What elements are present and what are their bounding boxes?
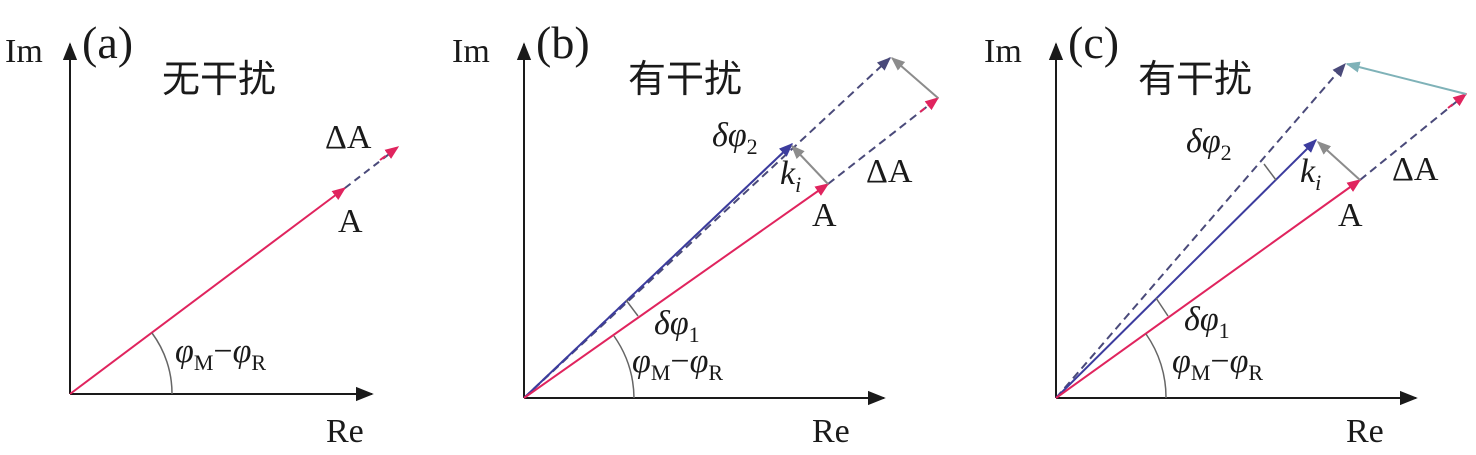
panel-b-delta-dashed [827,97,939,185]
panel-c-phase-arc [1145,333,1167,399]
panel-c-im-axis-label: Im [984,33,1022,70]
panel-b-ki-label: ki [780,155,801,197]
panel-a-vector-label: A [338,203,363,240]
panel-c-delta-arrow [1447,93,1468,109]
panel-c-ki-label: ki [1300,153,1321,195]
panel-c-vector-a [1055,179,1362,399]
panel-c-dphi2-label: δφ2 [1186,123,1232,165]
panel-c-ki-arrow [1316,141,1361,181]
panel-a-delta-label: ΔA [325,119,372,156]
panel-c-phase-label: φM−φR [1172,343,1263,385]
panel-a: (a) Im 无干扰 Re A ΔA φM−φR [5,17,400,450]
panel-a-vector-a [69,187,347,395]
panel-c-re-axis-label: Re [1346,413,1384,450]
panel-b-dphi2-label: δφ2 [712,117,758,159]
panel-c-title: 有干扰 [1138,57,1252,101]
panel-c-dashed-outer-vector [1055,62,1346,399]
panel-b-label: (b) [536,17,590,68]
panel-b-phase-label: φM−φR [632,343,723,385]
panel-c-delta-label: ΔA [1392,151,1439,188]
panel-c-blue-vector [1055,139,1317,399]
panel-a-im-axis-label: Im [5,33,43,70]
panel-a-re-axis-label: Re [326,413,364,450]
panel-b-delta-label: ΔA [866,153,913,190]
panel-c-dphi1-label: δφ1 [1184,301,1230,343]
panel-b-title: 有干扰 [628,57,742,101]
panel-a-title: 无干扰 [162,57,276,101]
panel-a-phase-label: φM−φR [175,333,266,375]
panel-c-dphi1-tick [1155,297,1169,317]
panel-b-ki-arrow [791,144,829,185]
panel-b-dphi1-tick [625,299,639,317]
panel-c: (c) Im 有干扰 Re A ΔA ki δφ2 δφ1 φM−φR [984,17,1468,450]
panel-c-label: (c) [1068,17,1119,68]
panel-b: (b) Im 有干扰 Re A ΔA ki δφ2 δφ1 φM−φR [452,17,940,450]
panel-c-dphi2-tick [1263,163,1277,181]
panel-b-outer-gray-arrow [890,57,939,99]
panel-b-re-axis-label: Re [812,413,850,450]
panel-b-im-axis-label: Im [452,33,490,70]
panel-c-outer-cyan-arrow [1345,61,1467,95]
panel-a-delta-arrow [379,146,400,161]
panel-c-delta-dashed [1359,93,1467,181]
panel-a-phase-arc [151,332,173,395]
panel-b-blue-vector [523,143,794,399]
panel-b-phase-arc [613,335,635,399]
panel-a-label: (a) [82,17,133,68]
panel-b-delta-arrow [919,97,940,113]
panel-b-dphi1-label: δφ1 [654,305,700,347]
panel-c-vector-label: A [1338,197,1363,234]
panel-b-vector-label: A [812,197,837,234]
panel-b-vector-a [523,183,830,399]
